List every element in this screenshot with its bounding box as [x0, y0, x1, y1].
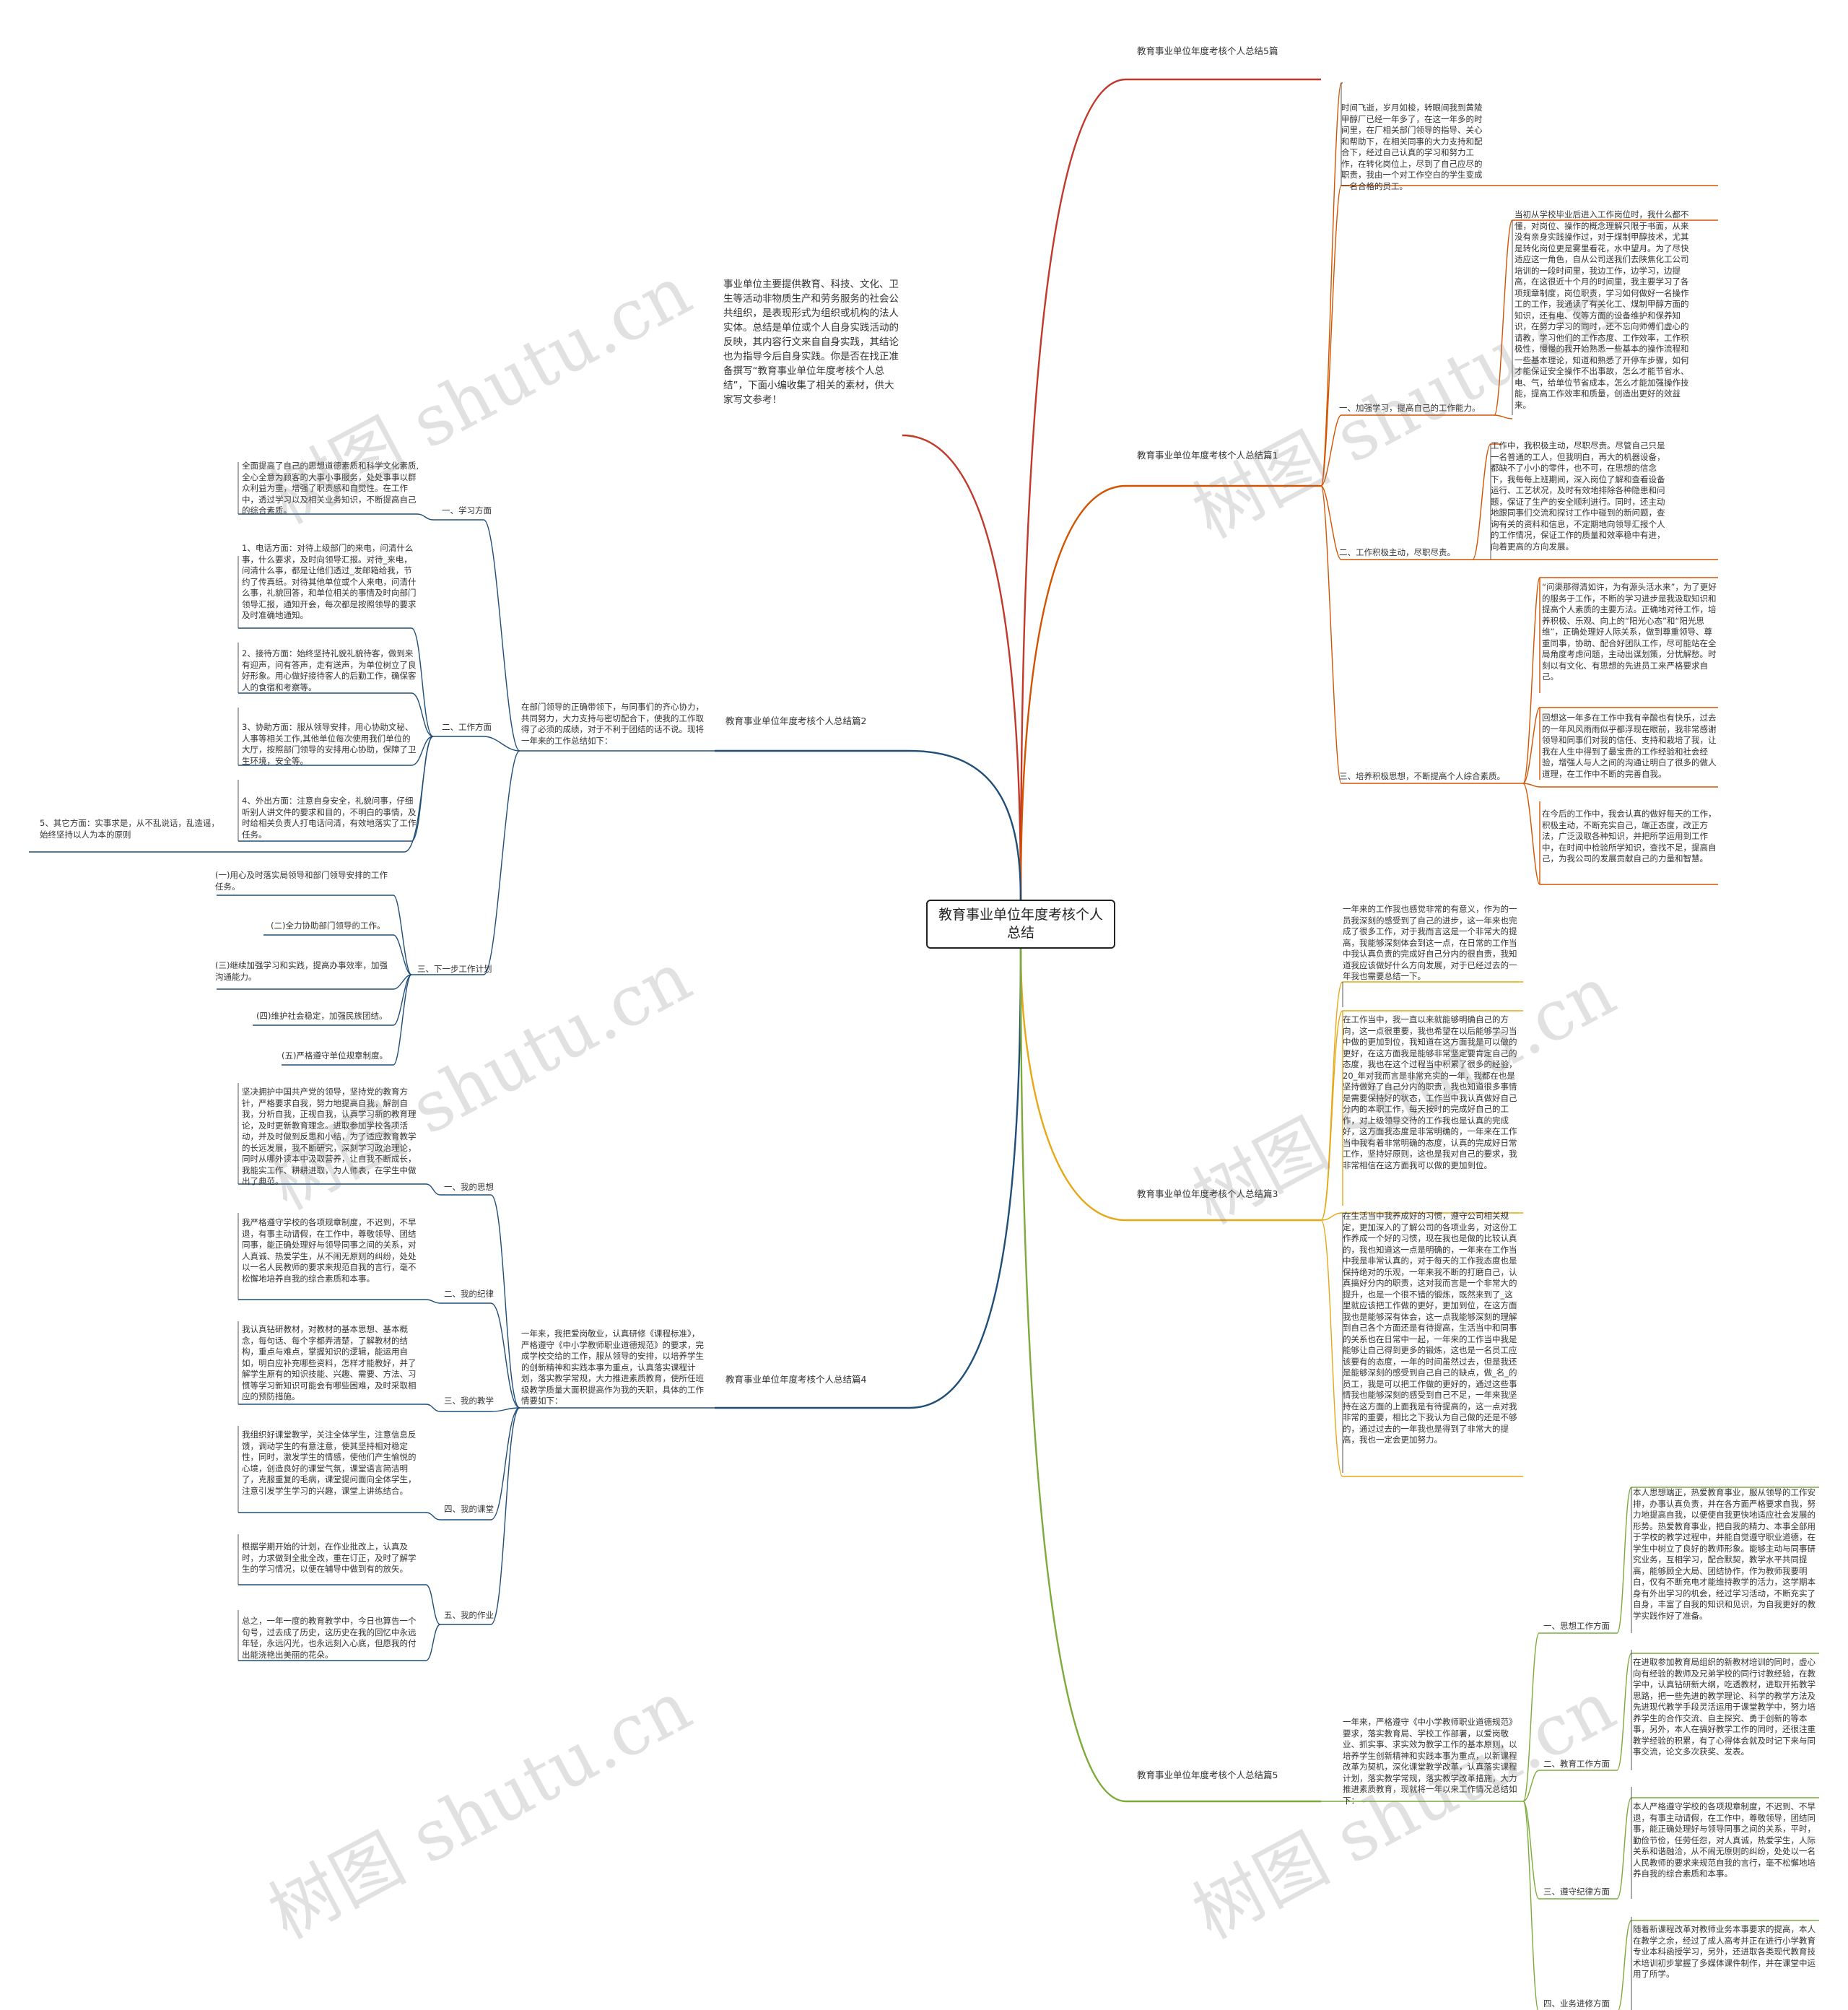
p5-section2-text: 在进取参加教育局组织的新教材培训的同时，虚心向有经验的教师及兄弟学校的同行讨教经… [1633, 1657, 1816, 1757]
branch-overview-5-articles[interactable]: 教育事业单位年度考核个人总结5篇 [1137, 45, 1278, 56]
p5-section3-label: 三、遵守纪律方面 [1543, 1887, 1610, 1897]
link-b4 [715, 948, 1022, 1409]
p4-section5-label: 五、我的作业 [444, 1610, 494, 1620]
branch-article-4[interactable]: 教育事业单位年度考核个人总结篇4 [725, 1374, 867, 1385]
p2-section2-text-outside: 4、外出方面：注意自身安全，礼貌问事，仔细听别人讲文件的要求和目的，不明白的事情… [242, 796, 417, 840]
p2-plan-1: (一)用心及时落实局领导和部门领导安排的工作任务。 [215, 870, 388, 892]
link-b1 [1019, 484, 1321, 900]
branch-article-3[interactable]: 教育事业单位年度考核个人总结篇3 [1137, 1188, 1278, 1199]
p5-section4-label: 四、业务进修方面 [1543, 1998, 1610, 2009]
p1-section3-text-b: 回想这一年多在工作中我有辛酸也有快乐，过去的一年风风雨雨似乎都浮现在眼前，我非常… [1542, 713, 1717, 779]
p2-section2-text-reception: 2、接待方面：始终坚持礼貌礼貌待客，做到来有迎声，问有答声，走有送声，为单位树立… [242, 648, 417, 692]
p5-section3-text: 本人严格遵守学校的各项规章制度，不迟到、不早退，有事主动请假，在工作中，尊敬领导… [1633, 1801, 1816, 1879]
p5-intro-text: 一年来，严格遵守《中小学教师职业道德规范》要求，落实教育局、学校工作部署，以爱岗… [1343, 1717, 1517, 1806]
p5-section4-text: 随着新课程改革对教师业务本事要求的提高，本人在教学之余，经过了成人高考并正在进行… [1633, 1924, 1816, 1979]
p2-section2-text-phone: 1、电话方面：对待上级部门的来电，问清什么事，什么要求，及时向领导汇报。对待_来… [242, 543, 417, 620]
p4-section5-text-b: 总之，一年一度的教育教学中，今日也算告一个句号，过去成了历史，这历史在我的回忆中… [242, 1616, 417, 1660]
branch-article-5[interactable]: 教育事业单位年度考核个人总结篇5 [1137, 1770, 1278, 1780]
p4-intro-text: 一年来，我把爱岗敬业，认真研修《课程标准》，严格遵守《中小学教师职业道德规范》的… [521, 1328, 704, 1406]
p2-sub-links [29, 513, 715, 1066]
p4-section2-label: 二、我的纪律 [444, 1289, 494, 1299]
p2-plan-2: (二)全力协助部门领导的工作。 [271, 921, 385, 931]
p1-section1-label: 一、加强学习，提高自己的工作能力。 [1339, 403, 1481, 413]
p4-section4-label: 四、我的课堂 [444, 1504, 494, 1514]
main-branch-links [715, 78, 1321, 1803]
p1-section3-text-a: “问渠那得清如许，为有源头活水来”，为了更好的服务于工作，不断的学习进步是我汲取… [1542, 582, 1717, 682]
p1-sub-links [1320, 82, 1718, 885]
link-b5p [1019, 948, 1321, 1803]
p1-section1-text: 当初从学校毕业后进入工作岗位时，我什么都不懂，对岗位、操作的概念理解只限于书面，… [1514, 209, 1689, 410]
p2-section1-text: 全面提高了自己的思想道德素质和科学文化素质,全心全意为顾客的大事小事服务，处处事… [242, 461, 419, 515]
link-b2 [715, 749, 1022, 900]
branch-article-2[interactable]: 教育事业单位年度考核个人总结篇2 [725, 715, 867, 726]
p4-section4-text: 我组织好课堂教学，关注全体学生，注意信息反馈，调动学生的有意注意，使其坚持相对稳… [242, 1430, 417, 1496]
link-b5 [1019, 78, 1321, 900]
p1-intro-text: 时间飞逝，岁月如梭，转眼间我到黄陵甲醇厂已经一年多了，在这一年多的时间里，在厂相… [1341, 103, 1483, 191]
central-topic[interactable]: 教育事业单位年度考核个人总结 [926, 900, 1115, 949]
p2-section2-label: 二、工作方面 [442, 722, 492, 732]
p4-section2-text: 我严格遵守学校的各项规章制度，不迟到，不早退，有事主动请假，在工作中，尊敬领导、… [242, 1217, 417, 1284]
p4-section5-text-a: 根据学期开始的计划，在作业批改上，认真及时，力求做到全批全改，重在订正，及时了解… [242, 1541, 417, 1574]
p3-paragraph-1: 一年来的工作我也感觉非常的有意义，作为的一员我深刻的感受到了自己的进步，这一年来… [1343, 904, 1517, 981]
p1-section2-text: 工作中，我积极主动，尽职尽责。尽管自己只是一名普通的工人，但我明白，再大的机器设… [1491, 440, 1665, 552]
link-b3 [1019, 948, 1321, 1222]
p1-section2-label: 二、工作积极主动，尽职尽责。 [1339, 547, 1455, 557]
p3-paragraph-3: 在生活当中我养成好的习惯，遵守公司相关规定，更加深入的了解公司的各项业务，对这份… [1343, 1211, 1517, 1445]
p5-section2-label: 二、教育工作方面 [1543, 1759, 1610, 1769]
p4-section1-text: 坚决拥护中国共产党的领导，坚持党的教育方针，严格要求自我，努力地提高自我，解剖自… [242, 1087, 417, 1186]
link-intro [902, 434, 1022, 900]
p2-plan-3: (三)继续加强学习和实践，提高办事效率，加强沟通能力。 [215, 960, 388, 982]
p5-sub-links [1321, 1487, 1819, 2010]
p4-section3-label: 三、我的教学 [444, 1396, 494, 1406]
p3-sub-links [1320, 981, 1523, 1477]
p5-section1-label: 一、思想工作方面 [1543, 1621, 1610, 1631]
p4-section1-label: 一、我的思想 [444, 1182, 494, 1192]
p1-section3-text-c: 在今后的工作中，我会认真的做好每天的工作，积极主动，不断充实自己，端正态度，改正… [1542, 809, 1717, 863]
p2-plan-4: (四)维护社会稳定，加强民族团结。 [256, 1011, 388, 1021]
text-underlines [237, 83, 1632, 2010]
p4-sub-links [238, 1183, 715, 1661]
p2-section2-text-other: 5、其它方面：实事求是，从不乱说话，乱造谣，始终坚持以人为本的原则 [40, 818, 219, 840]
p4-section3-text: 我认真钻研教材，对教材的基本思想、基本概念，每句话、每个字都弄清楚，了解教材的结… [242, 1324, 417, 1401]
p3-paragraph-2: 在工作当中，我一直以来就能够明确自己的方向，这一点很重要，我也希望在以后能够学习… [1343, 1014, 1517, 1170]
p2-plan-5: (五)严格遵守单位规章制度。 [282, 1050, 388, 1061]
p5-section1-text: 本人思想端正，热爱教育事业，服从领导的工作安排，办事认真负责，并在各方面严格要求… [1633, 1487, 1816, 1621]
p2-section2-text-assist: 3、协助方面：服从领导安排，用心协助文秘、人事等相关工作,其他单位每次使用我们单… [242, 722, 417, 766]
p2-section3-label: 三、下一步工作计划 [417, 964, 492, 974]
intro-node[interactable]: 事业单位主要提供教育、科技、文化、卫生等活动非物质生产和劳务服务的社会公共组织，… [723, 279, 899, 406]
p1-section3-label: 三、培养积极思想，不断提高个人综合素质。 [1339, 771, 1505, 781]
p2-section1-label: 一、学习方面 [442, 505, 492, 515]
p2-intro-text: 在部门领导的正确带领下，与同事们的齐心协力，共同努力，大力支持与密切配合下，使我… [521, 702, 704, 746]
branch-article-1[interactable]: 教育事业单位年度考核个人总结篇1 [1137, 450, 1278, 461]
